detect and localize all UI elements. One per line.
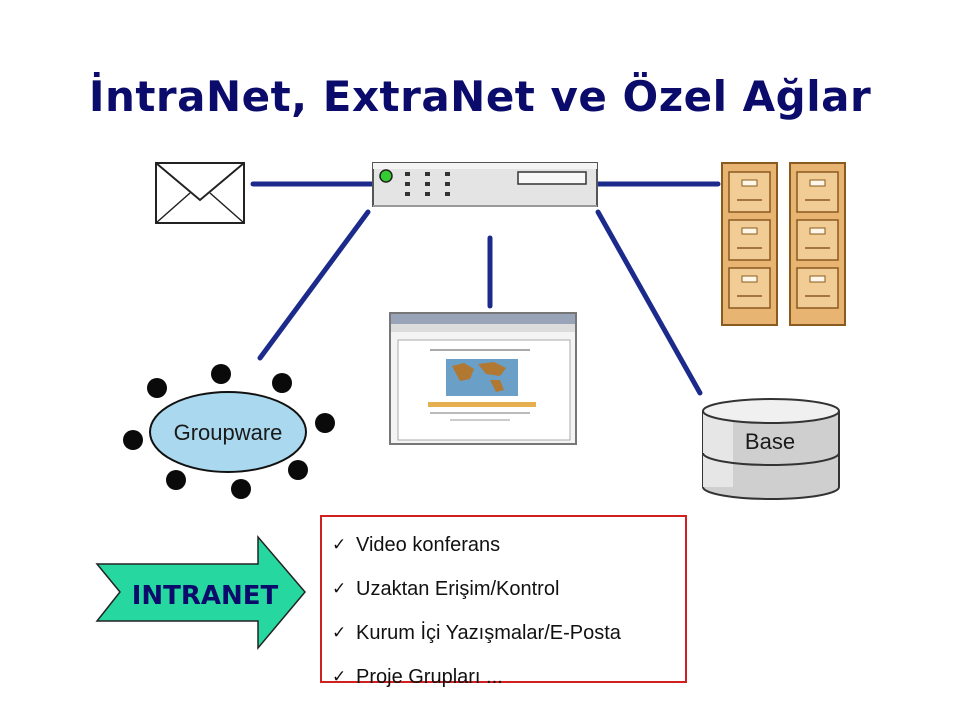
list-item: ✓ Uzaktan Erişim/Kontrol <box>332 567 685 611</box>
feature-text: Video konferans <box>356 533 501 556</box>
list-item: ✓ Kurum İçi Yazışmalar/E-Posta <box>332 611 685 655</box>
browser-window-icon <box>389 312 577 445</box>
intranet-arrow: INTRANET <box>95 534 306 651</box>
base-label: Base <box>745 429 795 454</box>
intranet-arrow-label: INTRANET <box>132 581 279 611</box>
feature-text: Uzaktan Erişim/Kontrol <box>356 577 560 600</box>
file-cabinet-icon <box>721 162 846 326</box>
feature-text: Proje Grupları ... <box>356 665 503 688</box>
check-icon: ✓ <box>332 535 347 554</box>
server-icon <box>372 162 598 207</box>
groupware-label: Groupware <box>174 420 283 445</box>
feature-box: ✓ Video konferans ✓ Uzaktan Erişim/Kontrol… <box>320 515 687 688</box>
feature-list: ✓ Video konferans ✓ Uzaktan Erişim/Kontrol… <box>322 517 685 699</box>
check-icon: ✓ <box>332 623 347 642</box>
line-server-base <box>595 209 703 396</box>
connection-lines <box>250 181 721 396</box>
groupware-node: Groupware <box>123 364 335 499</box>
check-icon: ✓ <box>332 579 347 598</box>
list-item: ✓ Video konferans <box>332 523 685 567</box>
slide-title: İntraNet, ExtraNet ve Özel Ağlar <box>88 72 872 121</box>
envelope-icon <box>155 162 245 224</box>
line-server-groupware <box>257 209 371 361</box>
feature-text: Kurum İçi Yazışmalar/E-Posta <box>356 621 621 644</box>
list-item: ✓ Proje Grupları ... <box>332 655 685 699</box>
check-icon: ✓ <box>332 667 347 686</box>
database-icon: Base <box>702 398 840 500</box>
